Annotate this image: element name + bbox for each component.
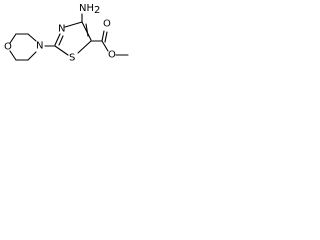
thiazole-nitrogen-label: N: [58, 24, 65, 35]
amino-nitrogen-hydrogen-label: NH: [79, 3, 94, 14]
bond-morpholine-n-upper: [27, 33, 37, 42]
bond-morpholine-lower-n: [27, 51, 37, 61]
amino-subscript-label: 2: [94, 5, 100, 16]
bond-s1-c5: [77, 40, 92, 54]
bond-carbonyl-ester-oxygen: [101, 40, 109, 52]
morpholine-ring: [9, 33, 56, 61]
bond-carbonyl-oxygen-double: [104, 31, 108, 43]
thiazole-ring: [54, 21, 92, 56]
bond-c4-c5: [81, 21, 92, 41]
bond-n3-c2: [54, 33, 61, 46]
morpholine-oxygen-label: O: [4, 42, 12, 53]
morpholine-nitrogen-label: N: [36, 41, 43, 52]
bond-c4-n3: [64, 21, 83, 28]
bond-c2-s1: [54, 45, 69, 56]
bond-carbonyl-oxygen: [101, 30, 105, 42]
ester-oxygen-label: O: [108, 50, 116, 61]
carbonyl-oxygen-label: O: [103, 19, 111, 30]
bond-morpholine-oxygen-lower: [9, 50, 17, 61]
amino-group-label: NH2: [79, 3, 100, 16]
chemical-structure: NH2 N S N O O O: [4, 3, 129, 64]
bond-c4-c5-double: [85, 23, 89, 37]
bond-n3-c2-double: [58, 35, 64, 46]
thiazole-sulfur-label: S: [69, 53, 75, 64]
bond-morpholine-upper-oxygen: [9, 33, 17, 44]
methyl-ester-group: [90, 30, 129, 56]
